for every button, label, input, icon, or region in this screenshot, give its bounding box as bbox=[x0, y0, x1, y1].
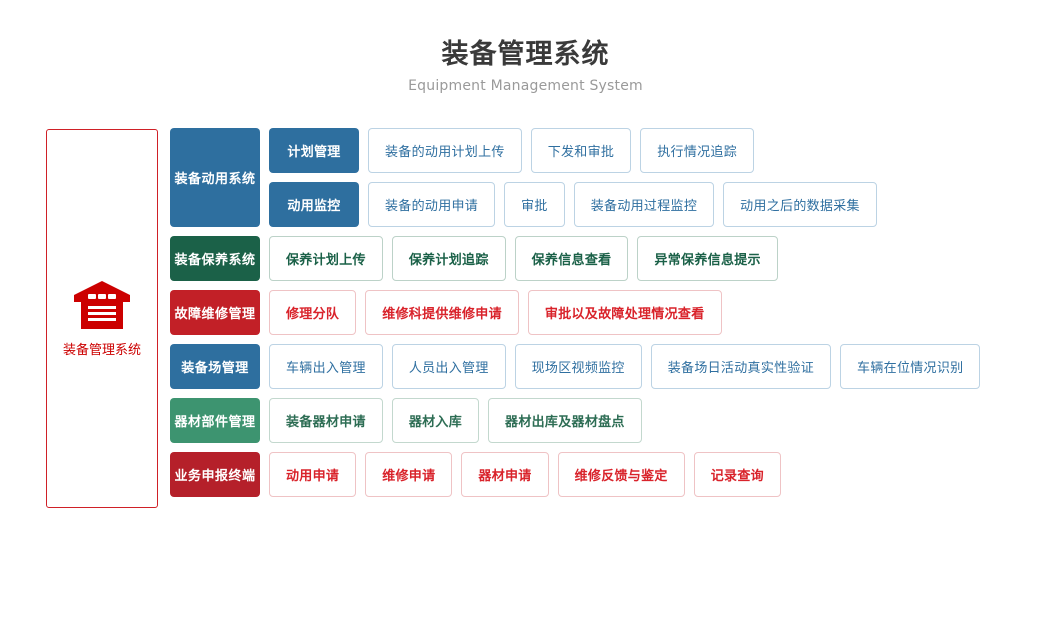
system-architecture-diagram: 装备动用系统计划管理装备的动用计划上传下发和审批执行情况追踪动用监控装备的动用申… bbox=[170, 128, 981, 506]
category-box[interactable]: 装备场管理 bbox=[170, 344, 260, 389]
brand-panel: 装备管理系统 bbox=[46, 129, 158, 508]
category-box[interactable]: 业务申报终端 bbox=[170, 452, 260, 497]
submodule-box[interactable]: 维修科提供维修申请 bbox=[365, 290, 519, 335]
submodule-row: 动用监控装备的动用申请审批装备动用过程监控动用之后的数据采集 bbox=[269, 182, 877, 227]
submodule-box[interactable]: 修理分队 bbox=[269, 290, 357, 335]
page-header: 装备管理系统 Equipment Management System bbox=[0, 38, 1051, 94]
submodule-group: 装备器材申请器材入库器材出库及器材盘点 bbox=[269, 398, 642, 443]
module-row: 故障维修管理修理分队维修科提供维修申请审批以及故障处理情况查看 bbox=[170, 290, 980, 335]
module-row: 装备动用系统计划管理装备的动用计划上传下发和审批执行情况追踪动用监控装备的动用申… bbox=[170, 128, 980, 227]
module-row: 业务申报终端动用申请维修申请器材申请维修反馈与鉴定记录查询 bbox=[170, 452, 980, 497]
submodule-row: 动用申请维修申请器材申请维修反馈与鉴定记录查询 bbox=[269, 452, 781, 497]
category-box[interactable]: 故障维修管理 bbox=[170, 290, 260, 335]
submodule-box[interactable]: 记录查询 bbox=[693, 452, 781, 497]
submodule-box[interactable]: 装备动用过程监控 bbox=[573, 182, 715, 227]
submodule-box[interactable]: 器材出库及器材盘点 bbox=[488, 398, 642, 443]
submodule-row: 装备器材申请器材入库器材出库及器材盘点 bbox=[269, 398, 642, 443]
submodule-box[interactable]: 审批以及故障处理情况查看 bbox=[527, 290, 722, 335]
submodule-box[interactable]: 现场区视频监控 bbox=[514, 344, 642, 389]
submodule-box[interactable]: 保养计划追踪 bbox=[391, 236, 506, 281]
submodule-box[interactable]: 器材入库 bbox=[391, 398, 480, 443]
submodule-box[interactable]: 保养计划上传 bbox=[269, 236, 383, 281]
submodule-box[interactable]: 审批 bbox=[504, 182, 565, 227]
submodule-box[interactable]: 动用之后的数据采集 bbox=[723, 182, 877, 227]
submodule-group: 计划管理装备的动用计划上传下发和审批执行情况追踪动用监控装备的动用申请审批装备动… bbox=[269, 128, 877, 227]
submodule-group: 车辆出入管理人员出入管理现场区视频监控装备场日活动真实性验证车辆在位情况识别 bbox=[269, 344, 981, 389]
submodule-box[interactable]: 车辆在位情况识别 bbox=[840, 344, 981, 389]
submodule-row: 保养计划上传保养计划追踪保养信息查看异常保养信息提示 bbox=[269, 236, 778, 281]
module-row: 器材部件管理装备器材申请器材入库器材出库及器材盘点 bbox=[170, 398, 980, 443]
submodule-box[interactable]: 异常保养信息提示 bbox=[637, 236, 778, 281]
brand-label: 装备管理系统 bbox=[62, 342, 141, 358]
warehouse-icon bbox=[73, 280, 131, 330]
submodule-box[interactable]: 维修申请 bbox=[365, 452, 453, 497]
page-subtitle: Equipment Management System bbox=[408, 78, 643, 94]
submodule-box[interactable]: 人员出入管理 bbox=[391, 344, 506, 389]
submodule-box[interactable]: 计划管理 bbox=[269, 128, 359, 173]
submodule-box[interactable]: 动用申请 bbox=[269, 452, 357, 497]
submodule-box[interactable]: 装备器材申请 bbox=[269, 398, 383, 443]
submodule-box[interactable]: 动用监控 bbox=[269, 182, 359, 227]
submodule-box[interactable]: 维修反馈与鉴定 bbox=[557, 452, 685, 497]
category-box[interactable]: 器材部件管理 bbox=[170, 398, 260, 443]
submodule-group: 保养计划上传保养计划追踪保养信息查看异常保养信息提示 bbox=[269, 236, 778, 281]
submodule-box[interactable]: 装备的动用计划上传 bbox=[368, 128, 522, 173]
submodule-group: 修理分队维修科提供维修申请审批以及故障处理情况查看 bbox=[269, 290, 722, 335]
module-row: 装备保养系统保养计划上传保养计划追踪保养信息查看异常保养信息提示 bbox=[170, 236, 980, 281]
submodule-box[interactable]: 保养信息查看 bbox=[514, 236, 629, 281]
submodule-box[interactable]: 装备场日活动真实性验证 bbox=[650, 344, 832, 389]
module-row: 装备场管理车辆出入管理人员出入管理现场区视频监控装备场日活动真实性验证车辆在位情… bbox=[170, 344, 981, 389]
submodule-box[interactable]: 车辆出入管理 bbox=[269, 344, 383, 389]
submodule-row: 车辆出入管理人员出入管理现场区视频监控装备场日活动真实性验证车辆在位情况识别 bbox=[269, 344, 981, 389]
page-title: 装备管理系统 bbox=[441, 39, 610, 70]
submodule-row: 修理分队维修科提供维修申请审批以及故障处理情况查看 bbox=[269, 290, 722, 335]
submodule-box[interactable]: 器材申请 bbox=[461, 452, 549, 497]
category-box[interactable]: 装备动用系统 bbox=[170, 128, 260, 227]
submodule-group: 动用申请维修申请器材申请维修反馈与鉴定记录查询 bbox=[269, 452, 781, 497]
category-box[interactable]: 装备保养系统 bbox=[170, 236, 260, 281]
submodule-box[interactable]: 下发和审批 bbox=[530, 128, 632, 173]
submodule-row: 计划管理装备的动用计划上传下发和审批执行情况追踪 bbox=[269, 128, 877, 173]
submodule-box[interactable]: 装备的动用申请 bbox=[368, 182, 496, 227]
submodule-box[interactable]: 执行情况追踪 bbox=[640, 128, 755, 173]
